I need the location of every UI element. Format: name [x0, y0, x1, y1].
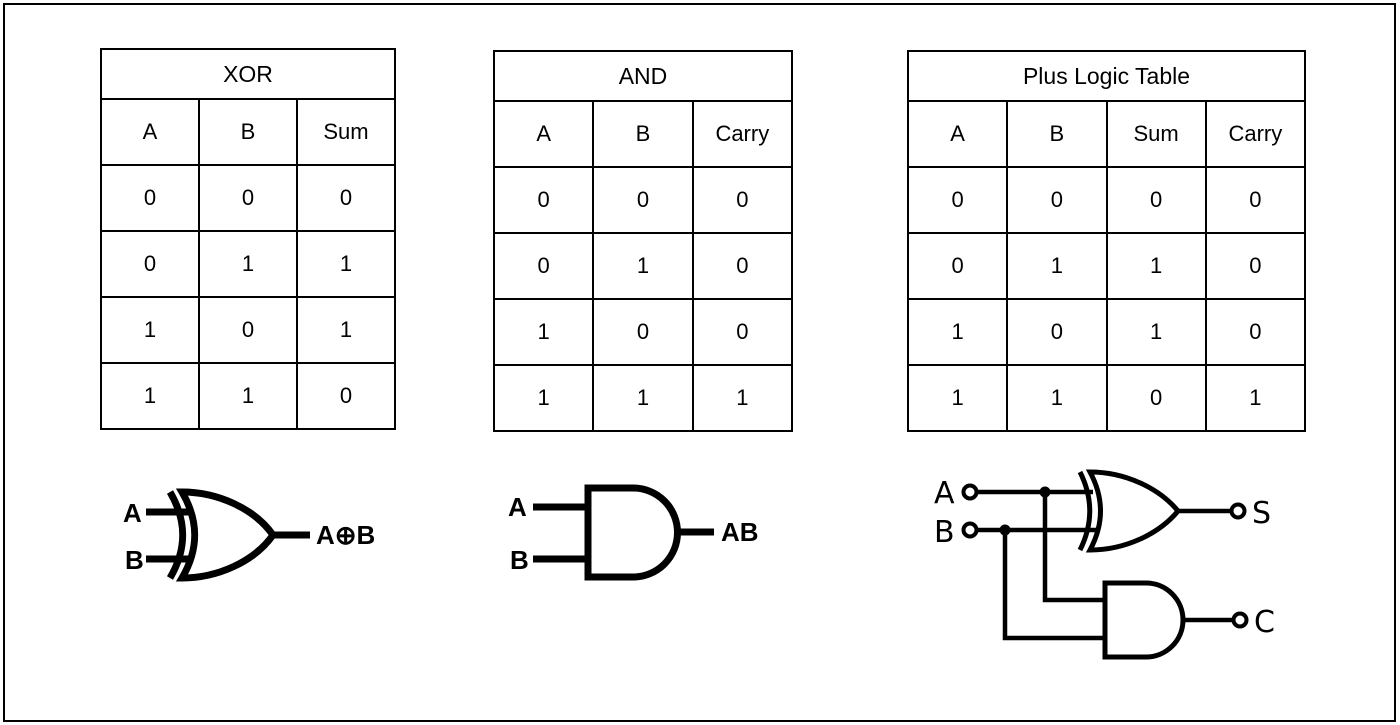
xor-input-a-label: A [123, 498, 142, 528]
table-title: AND [493, 50, 793, 102]
table-cell: 1 [691, 364, 794, 432]
terminal-output-s [1229, 502, 1247, 520]
half-adder-circuit-diagram: A B S C [934, 469, 1275, 660]
half-adder-xor-back-arc [1077, 470, 1093, 552]
and-output-label: AB [721, 517, 759, 547]
table-cell: 0 [100, 230, 200, 298]
table-cell: 0 [198, 164, 298, 232]
table-cell: 0 [1006, 166, 1108, 234]
table-title: XOR [100, 48, 396, 100]
table-cell: 0 [492, 232, 595, 300]
table-cell: 1 [492, 364, 595, 432]
table-cell: 0 [592, 298, 694, 366]
column-header: Sum [1105, 100, 1207, 168]
terminal-output-c [1231, 611, 1249, 629]
table-cell: 0 [100, 164, 200, 232]
table-cell: 0 [1105, 364, 1207, 432]
half-adder-b-branch-wire [1002, 530, 1110, 641]
table-cell: 1 [1204, 364, 1307, 432]
table-title: Plus Logic Table [907, 50, 1306, 102]
table-cell: 0 [906, 166, 1009, 234]
half-adder-input-b-label: B [934, 515, 955, 550]
and-gate-diagram: A B AB [508, 484, 759, 581]
table-cell: 1 [198, 230, 298, 298]
half-adder-and-body [1102, 580, 1186, 660]
column-header: Carry [1204, 100, 1307, 168]
table-cell: 0 [1204, 232, 1307, 300]
table-cell: 1 [100, 296, 200, 364]
table-cell: 0 [296, 164, 396, 232]
table-cell: 0 [1204, 166, 1307, 234]
xor-gate-back-arc [166, 490, 187, 580]
table-cell: 0 [1204, 298, 1307, 366]
half-adder-output-s-label: S [1252, 496, 1271, 531]
column-header: Sum [296, 98, 396, 166]
table-cell: 1 [1006, 232, 1108, 300]
column-header: A [492, 100, 595, 168]
table-cell: 1 [492, 298, 595, 366]
xor-gate-diagram: A B A⊕B [123, 488, 375, 582]
terminal-input-b [961, 521, 979, 539]
table-cell: 1 [592, 364, 694, 432]
table-cell: 1 [100, 362, 200, 430]
table-cell: 1 [296, 230, 396, 298]
xor-output-label: A⊕B [316, 520, 375, 550]
table-cell: 0 [296, 362, 396, 430]
table-cell: 0 [691, 298, 794, 366]
table-cell: 0 [198, 296, 298, 364]
column-header: B [592, 100, 694, 168]
table-cell: 0 [1006, 298, 1108, 366]
table-cell: 0 [592, 166, 694, 234]
xor-input-b-label: B [125, 545, 144, 575]
table-cell: 0 [492, 166, 595, 234]
and-input-a-label: A [508, 492, 527, 522]
half-adder-input-a-label: A [934, 476, 955, 511]
column-header: A [906, 100, 1009, 168]
junction-dot-a [1039, 486, 1051, 498]
table-cell: 1 [906, 298, 1009, 366]
table-cell: 0 [691, 166, 794, 234]
table-cell: 0 [1105, 166, 1207, 234]
half-adder-xor-body [1085, 469, 1182, 553]
junction-dot-b [999, 524, 1011, 536]
table-cell: 1 [296, 296, 396, 364]
table-cell: 1 [1006, 364, 1108, 432]
half-adder-output-c-label: C [1254, 605, 1275, 640]
table-cell: 1 [1105, 232, 1207, 300]
half-adder-a-branch-wire [1042, 492, 1110, 603]
column-header: B [198, 98, 298, 166]
table-cell: 1 [1105, 298, 1207, 366]
table-cell: 1 [906, 364, 1009, 432]
table-cell: 0 [906, 232, 1009, 300]
table-cell: 1 [198, 362, 298, 430]
and-gate-body [584, 484, 681, 581]
table-cell: 1 [592, 232, 694, 300]
outer-border [3, 3, 1396, 722]
and-input-b-label: B [510, 545, 529, 575]
column-header: A [100, 98, 200, 166]
xor-gate-body [175, 488, 278, 582]
table-cell: 0 [691, 232, 794, 300]
terminal-input-a [961, 483, 979, 501]
column-header: Carry [691, 100, 794, 168]
column-header: B [1006, 100, 1108, 168]
